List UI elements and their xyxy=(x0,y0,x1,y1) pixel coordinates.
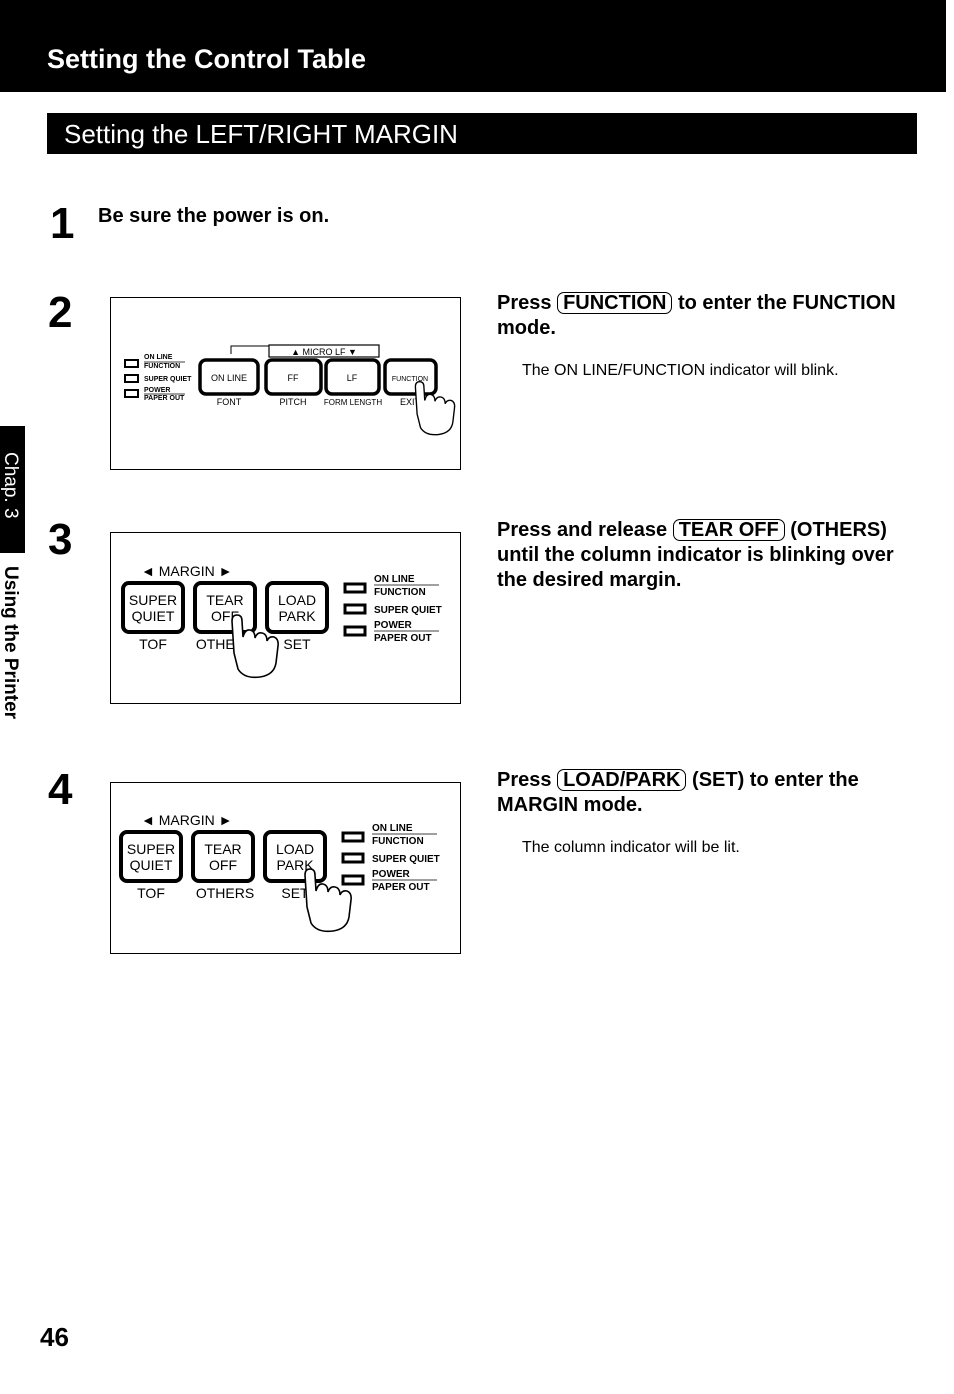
svg-text:SUPER: SUPER xyxy=(129,592,177,608)
panel4-ind-power: POWER xyxy=(372,869,411,880)
sub-label-form-length: FORM LENGTH xyxy=(324,398,382,407)
loadpark-button: LOAD PARK xyxy=(265,581,329,634)
panel4-ind-online: ON LINE xyxy=(372,823,413,834)
step-2-panel-illustration: ON LINE FUNCTION SUPER QUIET POWER PAPER… xyxy=(124,344,456,436)
svg-text:PARK: PARK xyxy=(276,857,314,873)
micro-lf-label: ▲ MICRO LF ▼ xyxy=(291,347,357,357)
svg-text:LOAD: LOAD xyxy=(276,841,314,857)
online-button: ON LINE xyxy=(198,358,260,396)
led-power-paperout xyxy=(343,625,367,637)
sub-label-font: FONT xyxy=(217,397,242,407)
pointing-hand-icon xyxy=(231,614,279,679)
chapter-tab: Chap. 3 xyxy=(0,426,25,553)
loadpark-key-label: LOAD/PARK xyxy=(557,769,687,791)
lf-button: LF xyxy=(324,358,381,396)
step-1-number: 1 xyxy=(50,199,75,248)
panel4-ind-superquiet: SUPER QUIET xyxy=(372,854,440,865)
step-3-control-panel: ◄ MARGIN ► SUPER QUIET TEAR OFF LOAD PAR… xyxy=(110,532,461,704)
step-4-control-panel: ◄ MARGIN ► SUPER QUIET TEAR OFF LOAD PAR… xyxy=(110,782,461,954)
svg-text:TEAR: TEAR xyxy=(204,841,241,857)
chapter-title-label: Using the Printer xyxy=(0,566,21,720)
function-button: FUNCTION xyxy=(383,358,438,396)
step-1-text: Be sure the power is on. xyxy=(98,205,330,227)
tearoff-button: TEAR OFF xyxy=(193,581,257,634)
step-4-instruction: Press LOAD/PARK (SET) to enter the MARGI… xyxy=(497,768,917,818)
page-header-title: Setting the Control Table xyxy=(47,44,366,74)
svg-text:FUNCTION: FUNCTION xyxy=(392,376,428,383)
panel4-margin-label: ◄ MARGIN ► xyxy=(141,812,233,828)
panel2-ind-online: ON LINE xyxy=(144,354,173,361)
svg-text:TEAR: TEAR xyxy=(206,592,243,608)
sub-label-pitch: PITCH xyxy=(280,397,307,407)
svg-text:QUIET: QUIET xyxy=(130,857,173,873)
svg-text:PARK: PARK xyxy=(278,608,316,624)
panel3-margin-label: ◄ MARGIN ► xyxy=(141,563,233,579)
led-superquiet xyxy=(341,852,365,864)
led-superquiet xyxy=(343,603,367,615)
step-3-instruction: Press and release TEAR OFF (OTHERS) unti… xyxy=(497,518,917,593)
panel4-set-label: SET xyxy=(281,885,309,901)
page-number: 46 xyxy=(40,1322,69,1352)
panel4-ind-paperout: PAPER OUT xyxy=(372,882,430,893)
panel3-ind-online: ON LINE xyxy=(374,574,415,585)
led-online-function xyxy=(124,359,139,368)
panel3-tof-label: TOF xyxy=(139,636,167,652)
svg-text:LOAD: LOAD xyxy=(278,592,316,608)
led-superquiet xyxy=(124,374,139,383)
page-header-bar: Setting the Control Table xyxy=(0,0,946,92)
pointing-hand-icon xyxy=(304,868,352,933)
step-4-number: 4 xyxy=(48,765,73,814)
panel3-set-label: SET xyxy=(283,636,311,652)
panel3-ind-function: FUNCTION xyxy=(374,587,426,598)
function-key-label: FUNCTION xyxy=(557,292,673,314)
loadpark-button: LOAD PARK xyxy=(263,830,327,883)
step-2-instruction-prefix: Press xyxy=(497,292,552,314)
panel2-ind-paperout: PAPER OUT xyxy=(144,395,185,402)
panel4-others-label: OTHERS xyxy=(196,885,254,901)
panel2-ind-power: POWER xyxy=(144,387,170,394)
panel4-ind-function: FUNCTION xyxy=(372,836,424,847)
svg-text:OFF: OFF xyxy=(209,857,237,873)
chapter-tab-label: Chap. 3 xyxy=(0,452,21,519)
svg-text:SUPER: SUPER xyxy=(127,841,175,857)
led-online-function xyxy=(343,582,367,594)
section-title: Setting the LEFT/RIGHT MARGIN xyxy=(64,119,458,149)
step-2-number: 2 xyxy=(48,288,73,337)
pointing-hand-icon xyxy=(414,381,456,436)
chapter-title-vertical: Using the Printer xyxy=(0,560,25,750)
step-3-number: 3 xyxy=(48,515,73,564)
step-2-control-panel: ON LINE FUNCTION SUPER QUIET POWER PAPER… xyxy=(110,297,461,470)
svg-text:FF: FF xyxy=(288,373,299,383)
panel2-ind-function: FUNCTION xyxy=(144,363,180,370)
section-heading-bar: Setting the LEFT/RIGHT MARGIN xyxy=(47,113,917,154)
step-2-note: The ON LINE/FUNCTION indicator will blin… xyxy=(522,362,839,379)
led-online-function xyxy=(341,831,365,843)
step-3-instruction-suffix: (OTHERS) until the column indicator is b… xyxy=(497,519,894,591)
tearoff-button: TEAR OFF xyxy=(191,830,255,883)
tearoff-key-label: TEAR OFF xyxy=(672,519,785,541)
led-power-paperout xyxy=(124,389,139,398)
panel3-ind-superquiet: SUPER QUIET xyxy=(374,605,442,616)
superquiet-button: SUPER QUIET xyxy=(119,830,183,883)
step-3-panel-illustration: ◄ MARGIN ► SUPER QUIET TEAR OFF LOAD PAR… xyxy=(121,563,442,679)
step-4-instruction-suffix: (SET) to enter the MARGIN mode. xyxy=(497,769,859,816)
sub-label-exit: EXIT xyxy=(400,397,421,407)
svg-text:ON LINE: ON LINE xyxy=(211,373,247,383)
step-4-panel-illustration: ◄ MARGIN ► SUPER QUIET TEAR OFF LOAD PAR… xyxy=(119,812,440,933)
svg-text:QUIET: QUIET xyxy=(132,608,175,624)
step-2-instruction: Press FUNCTION to enter the FUNCTION mod… xyxy=(497,291,917,341)
step-2-instruction-suffix: to enter the FUNCTION mode. xyxy=(497,292,896,339)
step-4-instruction-prefix: Press xyxy=(497,769,552,791)
svg-text:LF: LF xyxy=(347,373,358,383)
superquiet-button: SUPER QUIET xyxy=(121,581,185,634)
led-power-paperout xyxy=(341,874,365,886)
step-3-instruction-prefix: Press and release xyxy=(497,519,668,541)
panel3-ind-power: POWER xyxy=(374,620,413,631)
step-4-note: The column indicator will be lit. xyxy=(522,839,740,856)
panel4-tof-label: TOF xyxy=(137,885,165,901)
panel2-ind-superquiet: SUPER QUIET xyxy=(144,376,192,383)
panel3-ind-paperout: PAPER OUT xyxy=(374,633,432,644)
ff-button: FF xyxy=(264,358,323,396)
